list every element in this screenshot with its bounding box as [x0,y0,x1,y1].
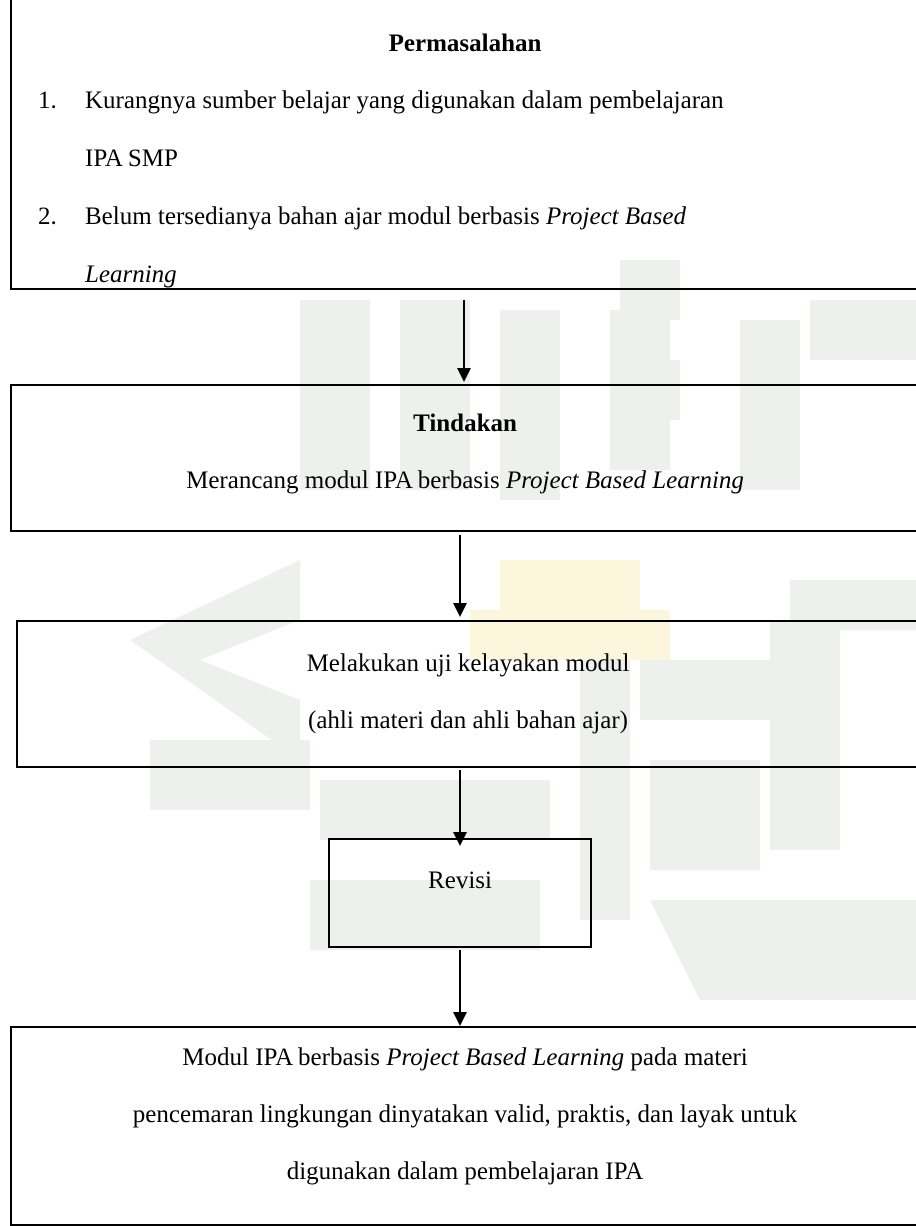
problem-item-1-number: 1. [38,87,57,114]
arrow-2-head [453,603,467,617]
action-text-plain: Merancang modul IPA berbasis [186,467,506,494]
arrow-2-shaft [459,535,461,605]
outcome-line-1-plain-a: Modul IPA berbasis [182,1044,387,1071]
feasibility-test-line-2: (ahli materi dan ahli bahan ajar) [308,707,628,734]
problem-item-2-plain: Belum tersedianya bahan ajar modul berba… [85,203,546,230]
action-text: Merancang modul IPA berbasis Project Bas… [10,466,916,496]
outcome-line-1: Modul IPA berbasis Project Based Learnin… [10,1043,916,1073]
problem-box [10,0,916,290]
arrow-1-head [457,368,471,382]
problem-item-2-italic-2: Learning [85,261,177,288]
feasibility-test-line-1: Melakukan uji kelayakan modul [306,650,630,677]
problem-item-2-line-1: Belum tersedianya bahan ajar modul berba… [85,202,686,232]
problem-title: Permasalahan [388,30,542,57]
revision-box [328,838,592,948]
problem-item-2-italic: Project Based [545,203,686,230]
arrow-3-shaft [459,770,461,834]
arrow-4-head [453,1012,467,1026]
revision-text: Revisi [428,867,492,894]
feasibility-test-box [16,620,916,768]
problem-item-1-line-2: IPA SMP [85,145,178,172]
outcome-line-1-plain-b: pada materi [624,1044,748,1071]
problem-item-2-number: 2. [38,203,57,230]
action-box [10,384,916,532]
problem-item-2-line-2: Learning [85,260,177,290]
problem-item-1-line-1: Kurangnya sumber belajar yang digunakan … [85,87,724,114]
action-text-italic: Project Based Learning [505,467,744,494]
outcome-line-3: digunakan dalam pembelajaran IPA [286,1158,644,1185]
outcome-line-1-italic: Project Based Learning [386,1044,625,1071]
arrow-1-shaft [463,300,465,370]
outcome-line-2: pencemaran lingkungan dinyatakan valid, … [132,1101,798,1128]
arrow-4-shaft [459,950,461,1014]
action-title: Tindakan [413,410,517,437]
